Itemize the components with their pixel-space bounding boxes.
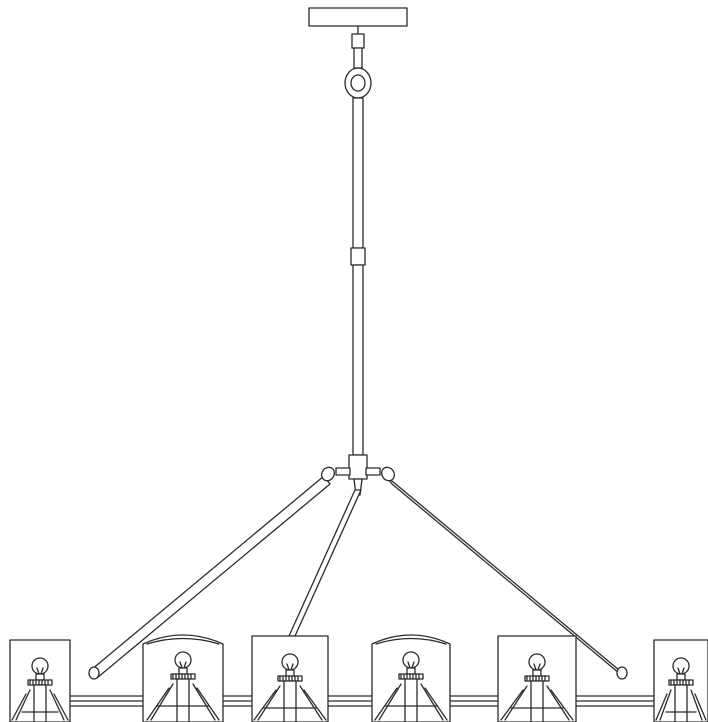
bulb-base xyxy=(179,668,187,674)
bulb-icon xyxy=(673,658,689,674)
bulb-base xyxy=(286,670,294,676)
shade-3 xyxy=(252,636,328,722)
bulb-icon xyxy=(529,654,545,670)
upper-coupling xyxy=(352,26,364,48)
support-leg xyxy=(379,684,401,720)
shade-1 xyxy=(10,640,70,722)
socket-body xyxy=(34,685,46,722)
shade-rim xyxy=(376,639,446,645)
support-rod-right xyxy=(379,465,627,679)
support-leg xyxy=(50,690,64,720)
center-hub xyxy=(349,455,367,495)
socket-body xyxy=(675,685,687,722)
bulb-icon xyxy=(403,652,419,668)
socket-body xyxy=(405,679,417,722)
support-leg xyxy=(547,686,569,720)
support-leg xyxy=(300,686,322,720)
support-leg xyxy=(151,684,173,720)
support-leg xyxy=(193,684,215,720)
shade-rim xyxy=(147,639,219,645)
shade-6 xyxy=(654,640,708,722)
loop-top-neck xyxy=(354,48,362,68)
support-rod-left xyxy=(89,465,337,679)
ceiling-canopy xyxy=(309,8,407,26)
support-leg xyxy=(421,684,443,720)
support-leg xyxy=(691,690,702,720)
support-leg xyxy=(660,690,671,720)
support-leg xyxy=(505,686,527,720)
support-leg xyxy=(16,690,30,720)
bulb-base xyxy=(533,670,541,676)
shade-5 xyxy=(498,636,576,722)
bulb-icon xyxy=(282,654,298,670)
bulb-base xyxy=(36,674,44,680)
support-rod-center xyxy=(289,490,361,636)
shade-2 xyxy=(143,635,223,722)
bulb-base xyxy=(407,668,415,674)
shade-4 xyxy=(372,635,450,722)
bulb-icon xyxy=(32,658,48,674)
socket-body xyxy=(531,681,543,722)
hanging-loop xyxy=(345,68,371,98)
hub-bracket-left xyxy=(336,468,350,475)
horizontal-ring xyxy=(40,696,680,706)
support-leg xyxy=(258,686,280,720)
hub-bracket-right xyxy=(366,468,380,475)
downrod xyxy=(351,98,365,455)
socket-body xyxy=(284,681,296,722)
bulb-base xyxy=(677,674,685,680)
bulb-icon xyxy=(175,652,191,668)
socket-body xyxy=(177,679,189,722)
